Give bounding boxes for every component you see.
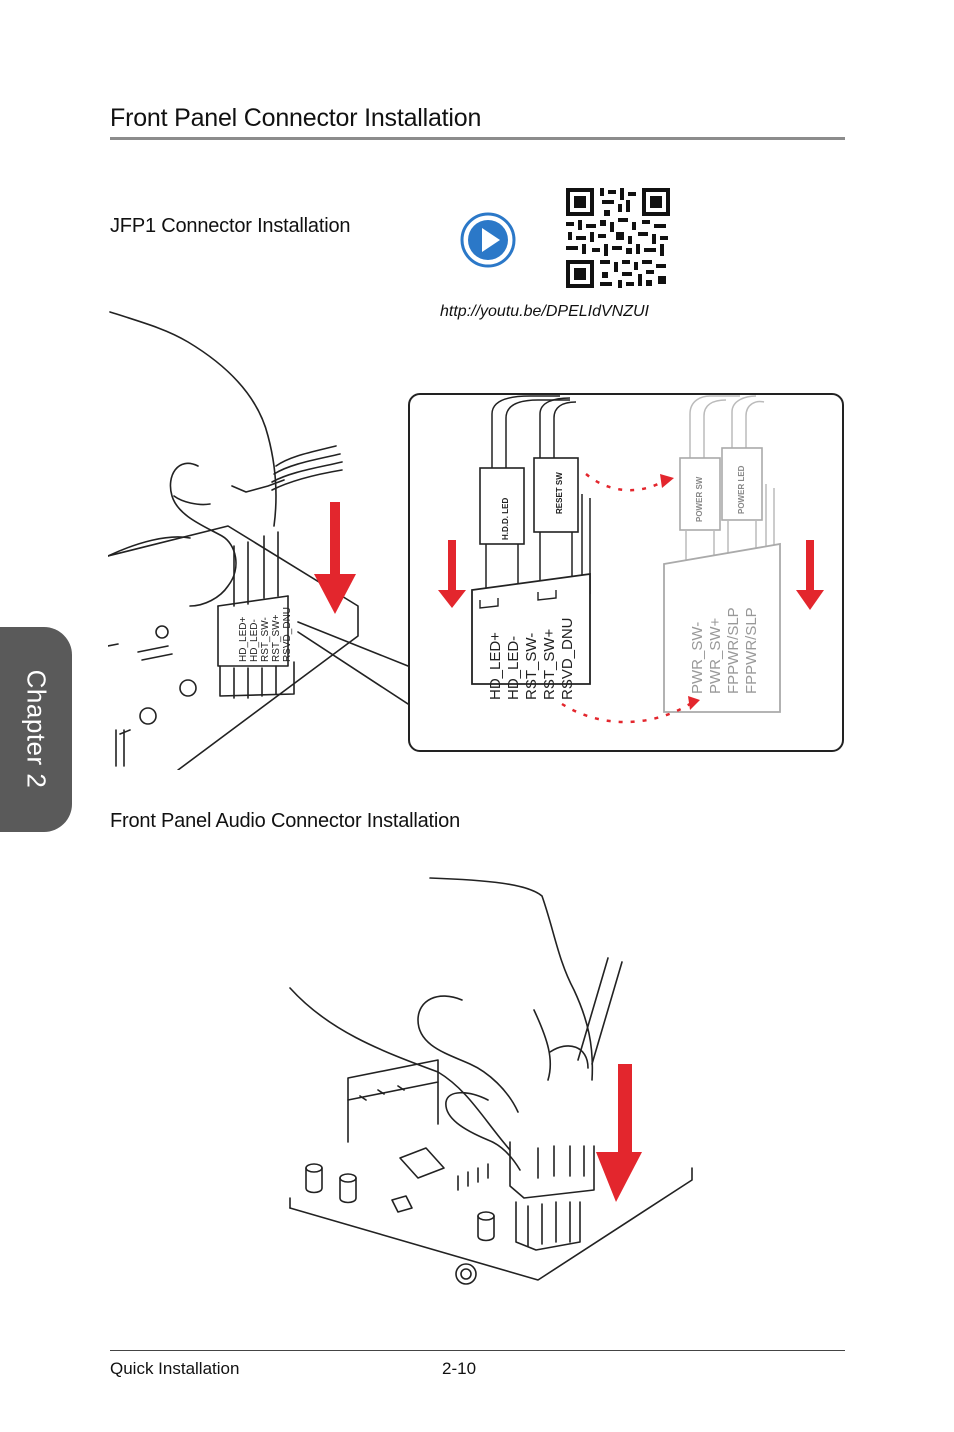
swap-arrows-icon	[561, 473, 691, 724]
insert-arrow-icon	[314, 502, 356, 614]
left-down-arrow-icon	[438, 540, 466, 608]
reset-sw-cap-label: RESET SW	[555, 472, 564, 514]
right-pin-labels: PWR_SW- PWR_SW+ FPPWR/SLP FPPWR/SLP	[689, 607, 760, 694]
svg-text:HD_LED-: HD_LED-	[249, 619, 260, 662]
video-url-link[interactable]: http://youtu.be/DPELIdVNZUI	[440, 303, 649, 320]
power-sw-cap-label: POWER SW	[695, 476, 704, 522]
jfp1-detail-illustration: H.D.D. LED RESET SW HD_LED+ HD_LED- RST_…	[438, 395, 824, 724]
svg-text:PWR_SW-: PWR_SW-	[689, 622, 706, 694]
hdd-led-cap-label: H.D.D. LED	[501, 498, 510, 540]
title-rule	[110, 137, 845, 140]
svg-text:RSVD_DNU: RSVD_DNU	[559, 617, 576, 700]
svg-text:RST_SW+: RST_SW+	[541, 628, 558, 700]
svg-text:RST_SW-: RST_SW-	[523, 633, 540, 700]
audio-insert-arrow-icon	[596, 1064, 642, 1202]
footer-section-title: Quick Installation	[110, 1359, 240, 1378]
power-led-cap-label: POWER LED	[737, 465, 746, 514]
play-icon[interactable]	[458, 210, 518, 270]
jfp1-heading: JFP1 Connector Installation	[110, 215, 351, 237]
svg-text:HD_LED-: HD_LED-	[505, 636, 522, 700]
svg-text:FPPWR/SLP: FPPWR/SLP	[725, 607, 742, 694]
jfp1-hand-illustration: HD_LED+ HD_LED- RST_SW- RST_SW+ RSVD_DNU	[108, 311, 408, 770]
left-pin-labels: HD_LED+ HD_LED- RST_SW- RST_SW+ RSVD_DNU	[487, 617, 576, 700]
svg-text:HD_LED+: HD_LED+	[487, 632, 504, 700]
audio-heading: Front Panel Audio Connector Installation	[110, 810, 460, 832]
svg-text:RST_SW+: RST_SW+	[271, 614, 282, 662]
svg-text:RSVD_DNU: RSVD_DNU	[282, 607, 293, 662]
page-title: Front Panel Connector Installation	[110, 104, 482, 132]
svg-text:PWR_SW+: PWR_SW+	[707, 618, 724, 695]
svg-text:HD_LED+: HD_LED+	[238, 617, 249, 662]
qr-code-icon[interactable]	[562, 184, 674, 292]
chapter-tab[interactable]: Chapter 2	[0, 627, 72, 832]
page-number: 2-10	[442, 1359, 477, 1378]
chapter-tab-label: Chapter 2	[21, 669, 52, 789]
jfp1-detail-box	[408, 393, 844, 752]
svg-text:RST_SW-: RST_SW-	[260, 617, 271, 662]
svg-text:FPPWR/SLP: FPPWR/SLP	[743, 607, 760, 694]
right-down-arrow-icon	[796, 540, 824, 610]
audio-hand-illustration	[289, 877, 693, 1285]
footer-rule	[110, 1350, 845, 1351]
